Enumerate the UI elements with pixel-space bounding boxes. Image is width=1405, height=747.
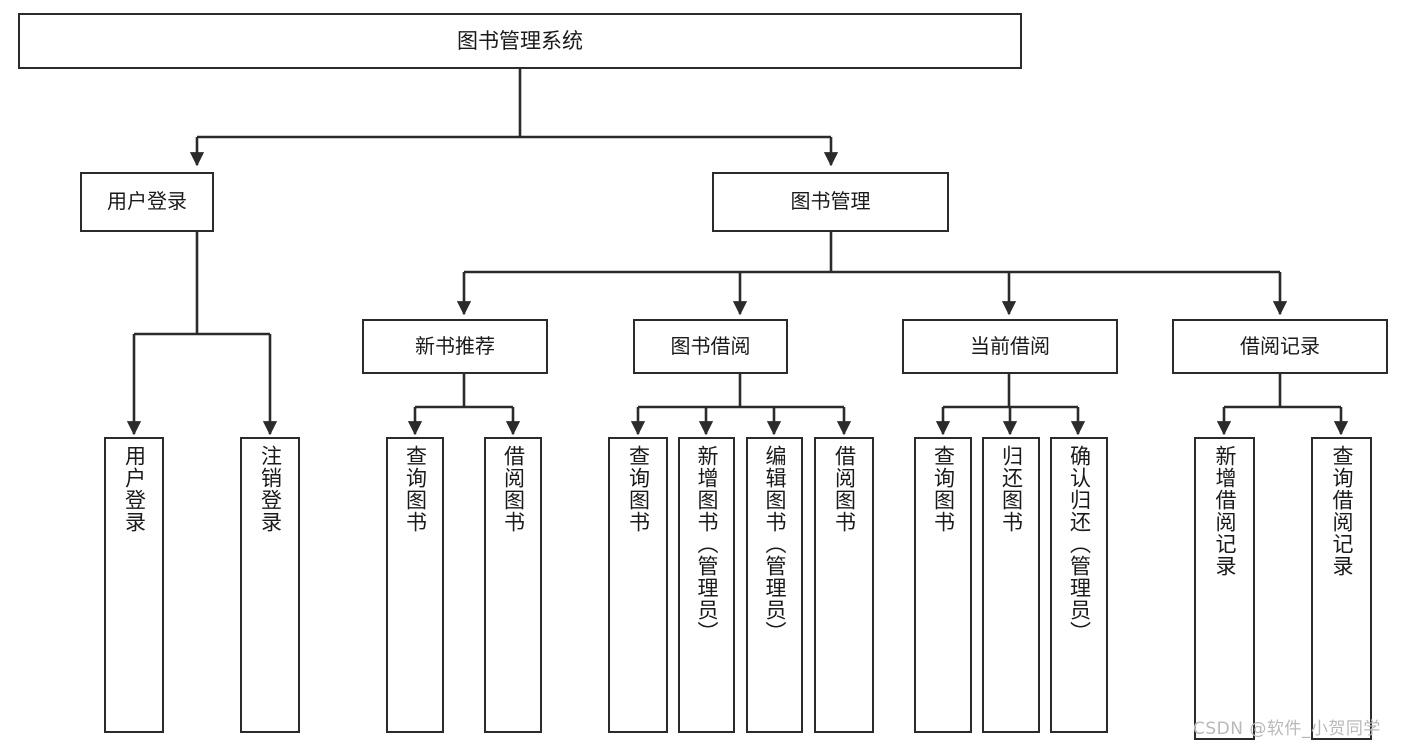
node-leaf-confirm-return[interactable]: 确认归还（管理员）: [1050, 437, 1108, 733]
node-label: 新增图书（管理员）: [695, 445, 719, 643]
node-leaf-add-book[interactable]: 新增图书（管理员）: [678, 437, 735, 733]
node-leaf-query-book-1[interactable]: 查询图书: [386, 437, 444, 733]
node-label: 当前借阅: [970, 333, 1050, 358]
node-book-management-system[interactable]: 图书管理系统: [18, 13, 1022, 69]
node-label: 用户登录: [122, 445, 147, 533]
node-label: 新增借阅记录: [1213, 445, 1237, 577]
node-leaf-borrow-book-2[interactable]: 借阅图书: [814, 437, 874, 733]
node-current-borrow[interactable]: 当前借阅: [902, 319, 1118, 374]
node-book-management[interactable]: 图书管理: [712, 172, 949, 232]
node-label: 借阅记录: [1240, 333, 1320, 358]
node-leaf-add-record[interactable]: 新增借阅记录: [1194, 437, 1255, 740]
node-leaf-user-login[interactable]: 用户登录: [104, 437, 164, 733]
node-label: 用户登录: [107, 189, 187, 214]
node-label: 查询借阅记录: [1330, 445, 1354, 577]
node-leaf-logout-login[interactable]: 注销登录: [240, 437, 300, 733]
node-label: 归还图书: [999, 445, 1024, 533]
node-label: 图书管理系统: [457, 28, 583, 53]
node-label: 图书管理: [790, 189, 871, 214]
node-leaf-return-book[interactable]: 归还图书: [982, 437, 1040, 733]
node-user-login[interactable]: 用户登录: [80, 172, 214, 232]
node-book-borrow[interactable]: 图书借阅: [633, 319, 788, 374]
node-label: 确认归还（管理员）: [1067, 445, 1092, 643]
node-borrow-record[interactable]: 借阅记录: [1172, 319, 1388, 374]
node-leaf-borrow-book-1[interactable]: 借阅图书: [484, 437, 542, 733]
node-label: 图书借阅: [670, 333, 751, 358]
node-leaf-edit-book[interactable]: 编辑图书（管理员）: [746, 437, 803, 733]
node-label: 查询图书: [626, 445, 651, 533]
node-leaf-query-book-2[interactable]: 查询图书: [608, 437, 668, 733]
node-label: 编辑图书（管理员）: [763, 445, 787, 643]
node-label: 查询图书: [931, 445, 956, 533]
watermark-text: CSDN @软件_小贺同学: [1193, 719, 1381, 739]
node-leaf-query-record[interactable]: 查询借阅记录: [1311, 437, 1372, 740]
node-label: 借阅图书: [501, 445, 526, 533]
node-label: 查询图书: [403, 445, 428, 533]
node-leaf-query-book-3[interactable]: 查询图书: [914, 437, 972, 733]
node-label: 新书推荐: [415, 333, 495, 358]
node-new-book-recommend[interactable]: 新书推荐: [362, 319, 548, 374]
node-label: 注销登录: [258, 445, 283, 533]
node-label: 借阅图书: [832, 445, 857, 533]
